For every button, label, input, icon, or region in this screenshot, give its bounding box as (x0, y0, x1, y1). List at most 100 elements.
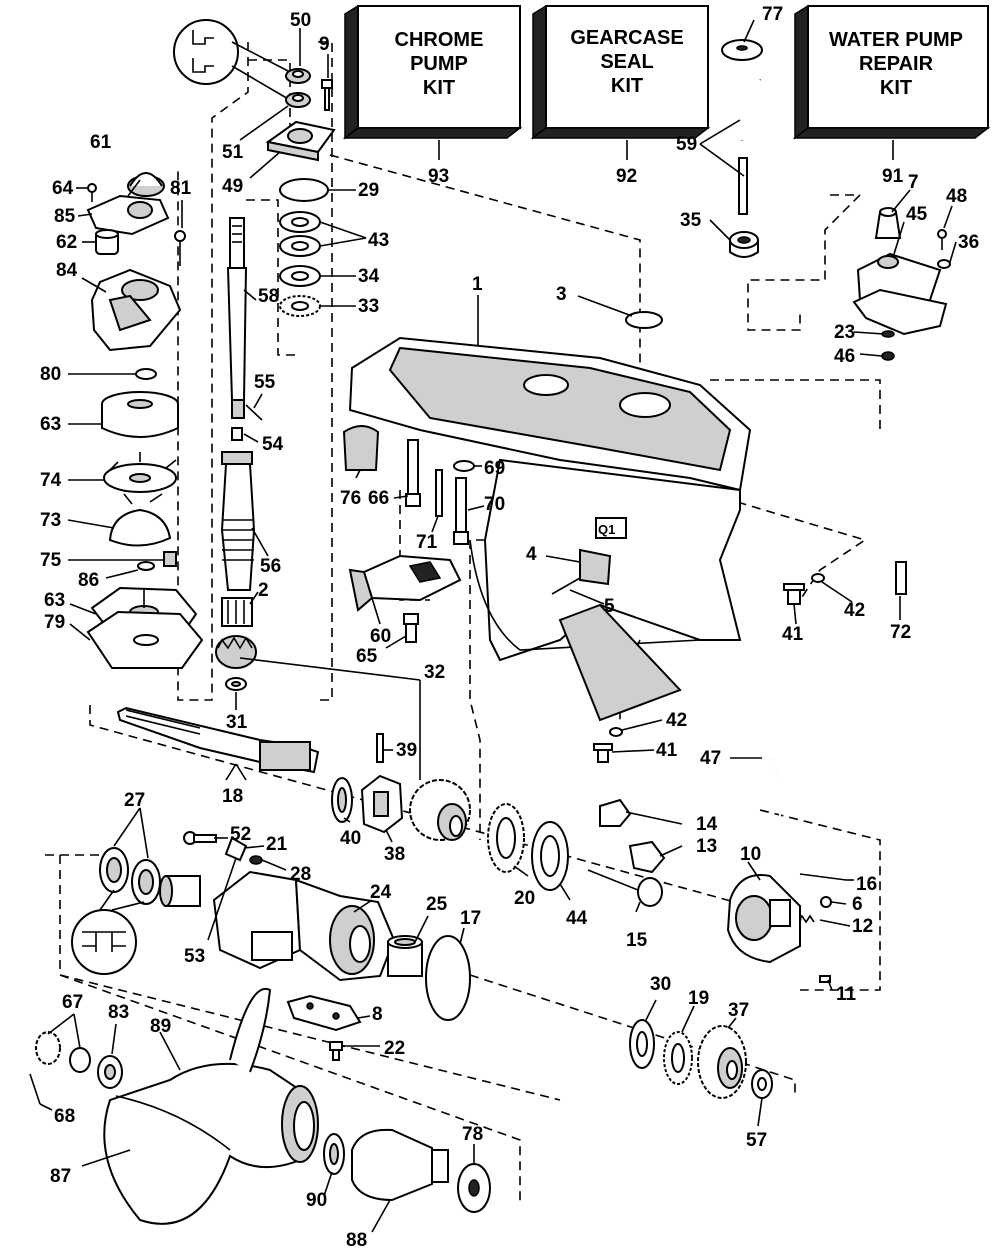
label-76: 76 (340, 488, 361, 509)
label-64: 64 (52, 178, 74, 199)
shift-rod-47 (761, 755, 781, 818)
label-8: 8 (372, 1004, 383, 1025)
screw-81 (174, 230, 186, 266)
gasket-79 (86, 610, 204, 669)
pin-54 (231, 427, 243, 441)
drain-screw-41-lower (593, 743, 613, 763)
label-59: 59 (676, 134, 697, 155)
stud-66 (405, 439, 421, 507)
pump-housing-84 (90, 268, 182, 352)
label-75: 75 (40, 550, 62, 571)
driveshaft-58 (226, 217, 248, 419)
label-4: 4 (526, 544, 537, 565)
plug-76 (342, 425, 380, 471)
thrust-bearing-19 (663, 1031, 693, 1085)
label-25: 25 (426, 894, 448, 915)
label-90: 90 (306, 1190, 327, 1211)
label-30: 30 (650, 974, 671, 995)
label-38: 38 (384, 844, 405, 865)
seal-73 (108, 508, 172, 547)
shims-43 (279, 211, 321, 257)
water-kit-line-2: REPAIR (859, 53, 934, 75)
label-86: 86 (78, 570, 99, 591)
label-16: 16 (856, 874, 877, 895)
needle-bearing-25 (387, 935, 423, 977)
label-63a: 63 (40, 414, 61, 435)
spring-40 (331, 777, 353, 823)
seal-detail-inset-27 (71, 909, 137, 975)
label-28: 28 (290, 864, 311, 885)
label-11: 11 (836, 984, 857, 1005)
o-ring-80 (135, 368, 157, 380)
label-1: 1 (472, 274, 483, 295)
label-52: 52 (230, 824, 251, 845)
label-2: 2 (258, 580, 269, 601)
label-71: 71 (416, 532, 438, 553)
seal-51 (285, 92, 311, 108)
label-19: 19 (688, 988, 709, 1009)
label-84: 84 (56, 260, 78, 281)
gearcase-kit-number: 92 (616, 166, 637, 187)
pinion-shaft-56 (220, 451, 256, 591)
label-47: 47 (700, 748, 721, 769)
label-15: 15 (626, 930, 648, 951)
gasket-23 (852, 288, 948, 338)
chrome-kit-line-2: PUMP (410, 53, 468, 75)
label-67: 67 (62, 992, 83, 1013)
thrust-washer-57 (751, 1069, 773, 1099)
label-43: 43 (368, 230, 389, 251)
pin-39 (376, 733, 384, 763)
cotter-pin-68 (29, 1073, 41, 1105)
clutch-dog-38 (360, 774, 404, 834)
label-34: 34 (358, 266, 380, 287)
label-45: 45 (906, 204, 928, 225)
shim-44 (531, 821, 569, 891)
o-ring-46 (881, 351, 895, 361)
label-58: 58 (258, 286, 279, 307)
label-56: 56 (260, 556, 281, 577)
label-54: 54 (262, 434, 284, 455)
label-46: 46 (834, 346, 855, 367)
water-tube-guide-85 (86, 194, 170, 236)
washer-42-upper (811, 573, 825, 583)
chrome-pump-kit-box: CHROME PUMP KIT 93 (342, 4, 523, 187)
label-41-upper: 41 (782, 624, 804, 645)
label-5: 5 (604, 596, 615, 617)
label-23: 23 (834, 322, 855, 343)
gearcase-kit-line-2: SEAL (600, 51, 653, 73)
impeller-74 (103, 452, 177, 505)
grommet-61 (127, 172, 165, 197)
screw-5 (551, 577, 581, 595)
water-kit-line-1: WATER PUMP (829, 29, 963, 51)
gearcase-kit-line-3: KIT (611, 75, 643, 97)
thrust-bearing-33 (279, 295, 321, 317)
washer-36 (937, 259, 951, 269)
label-10: 10 (740, 844, 761, 865)
label-6: 6 (852, 894, 863, 915)
seal-detail-inset (173, 19, 291, 101)
pin-11 (819, 975, 831, 983)
anode-4 (579, 548, 612, 586)
chrome-kit-number: 93 (428, 166, 449, 187)
shim-30 (629, 1019, 655, 1069)
screw-22 (329, 1041, 343, 1061)
o-ring-29 (279, 178, 329, 202)
label-35: 35 (680, 210, 702, 231)
seals-27 (99, 847, 161, 905)
retainer-plate-49 (265, 120, 336, 162)
label-24: 24 (370, 882, 392, 903)
thrust-washer-20 (487, 803, 525, 873)
shift-lever-14 (599, 798, 632, 827)
label-13: 13 (696, 836, 717, 857)
nut-31 (225, 677, 247, 691)
label-20: 20 (514, 888, 535, 909)
pinion-gear-32 (215, 635, 257, 669)
label-69: 69 (484, 458, 505, 479)
water-pump-repair-kit-box: WATER PUMP REPAIR KIT 91 (792, 4, 991, 187)
o-ring-3 (625, 311, 663, 329)
screw-72 (895, 561, 907, 595)
label-39: 39 (396, 740, 417, 761)
needle-bearing-unnumbered (159, 875, 201, 907)
label-31: 31 (226, 712, 248, 733)
